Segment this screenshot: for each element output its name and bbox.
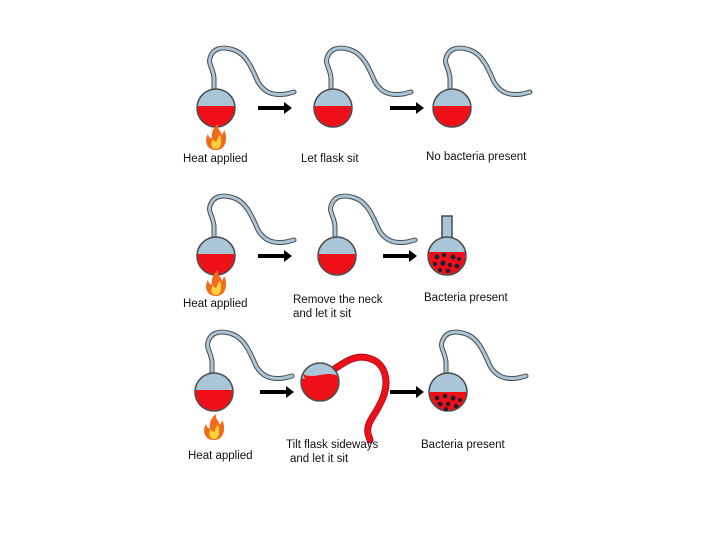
caption-bacteria-present: Bacteria present — [424, 292, 508, 304]
bacteria-dot-icon — [432, 252, 461, 274]
arrow-right-icon — [390, 386, 424, 398]
caption-heat-applied: Heat applied — [183, 298, 248, 310]
row-3 — [194, 332, 526, 444]
caption-no-bacteria: No bacteria present — [426, 151, 527, 163]
arrow-right-icon — [258, 102, 292, 114]
flame-icon — [206, 124, 227, 150]
caption-let-flask-sit: Let flask sit — [301, 153, 359, 165]
flask-neck-removed — [427, 215, 467, 276]
arrow-right-icon — [390, 102, 424, 114]
caption-heat-applied: Heat applied — [188, 450, 253, 462]
caption-tilt-flask-line2: and let it sit — [290, 453, 349, 465]
flask-heated — [194, 332, 292, 412]
caption-heat-applied: Heat applied — [183, 153, 248, 165]
flask-tilted — [300, 353, 390, 444]
bacteria-dot-icon — [434, 393, 462, 411]
flask-with-bacteria — [428, 332, 526, 412]
flask-sitting — [313, 48, 411, 128]
caption-remove-neck-line1: Remove the neck — [293, 294, 383, 306]
flame-icon — [204, 414, 225, 440]
caption-tilt-flask-line1: Tilt flask sideways — [286, 439, 379, 451]
caption-remove-neck-line2: and let it sit — [293, 308, 352, 320]
flask-sitting — [317, 196, 415, 276]
arrow-right-icon — [258, 250, 292, 262]
arrow-right-icon — [260, 386, 294, 398]
arrow-right-icon — [383, 250, 417, 262]
row-1 — [196, 48, 530, 150]
caption-bacteria-present: Bacteria present — [421, 439, 505, 451]
row-2 — [196, 196, 467, 296]
flame-icon — [206, 270, 227, 296]
flask-no-bacteria — [432, 48, 530, 128]
flask-heated — [196, 196, 294, 276]
flask-heated — [196, 48, 294, 128]
